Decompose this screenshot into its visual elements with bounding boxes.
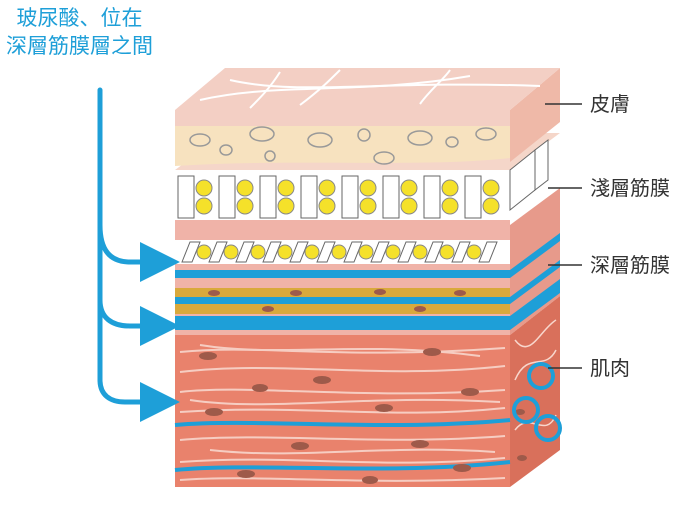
- lower-fascia-slabs: [175, 240, 510, 264]
- fat-cell: [466, 244, 482, 260]
- fascia-slab: [464, 175, 482, 219]
- fascia-slab: [423, 175, 441, 219]
- fat-cell: [441, 179, 459, 197]
- caption-line-1: 玻尿酸、位在: [16, 6, 143, 30]
- fat-cell: [277, 197, 295, 215]
- fascia-slab: [262, 241, 282, 263]
- fascia-slab: [289, 241, 309, 263]
- fat-cell: [250, 244, 266, 260]
- fascia-slab: [181, 241, 201, 263]
- skin-layer: [175, 68, 560, 166]
- fascia-slab: [341, 175, 359, 219]
- fat-cell: [358, 244, 374, 260]
- fascia-slab: [177, 175, 195, 219]
- fascia-slab: [218, 175, 236, 219]
- leader-lines: [545, 103, 582, 369]
- fat-cell: [304, 244, 320, 260]
- fat-cell: [441, 197, 459, 215]
- fat-cell: [277, 244, 293, 260]
- fascia-slab: [300, 175, 318, 219]
- fat-cell: [318, 179, 336, 197]
- fat-cell: [223, 244, 239, 260]
- fat-cell: [195, 179, 213, 197]
- fascia-slab: [316, 241, 336, 263]
- fat-cell: [385, 244, 401, 260]
- fascia-slab: [259, 175, 277, 219]
- fat-cell: [412, 244, 428, 260]
- fat-cell: [400, 179, 418, 197]
- fascia-slab: [343, 241, 363, 263]
- fat-cell: [236, 197, 254, 215]
- caption-line-2: 深層筋膜層之間: [6, 34, 153, 58]
- caption: 玻尿酸、位在 深層筋膜層之間: [6, 4, 153, 60]
- fat-cell: [236, 179, 254, 197]
- fat-cell: [331, 244, 347, 260]
- fat-cell: [277, 179, 295, 197]
- fat-cell: [482, 179, 500, 197]
- fat-cell: [359, 179, 377, 197]
- fat-cell: [195, 197, 213, 215]
- fat-cell: [359, 197, 377, 215]
- fat-cell: [318, 197, 336, 215]
- fascia-slab: [382, 175, 400, 219]
- fascia-slab: [235, 241, 255, 263]
- fascia-slab: [424, 241, 444, 263]
- fascia-slab: [370, 241, 390, 263]
- label-superficial-fascia: 淺層筋膜: [590, 176, 670, 200]
- injection-arrows: [97, 87, 180, 422]
- fascia-slab: [451, 241, 471, 263]
- fat-cell: [196, 244, 212, 260]
- fat-cell: [400, 197, 418, 215]
- label-deep-fascia: 深層筋膜: [590, 253, 670, 277]
- fat-cell: [439, 244, 455, 260]
- fat-cell: [482, 197, 500, 215]
- label-muscle: 肌肉: [590, 356, 630, 380]
- fascia-slab: [397, 241, 417, 263]
- fascia-slab: [208, 241, 228, 263]
- label-skin: 皮膚: [590, 92, 630, 116]
- fascia-slab: [478, 241, 498, 263]
